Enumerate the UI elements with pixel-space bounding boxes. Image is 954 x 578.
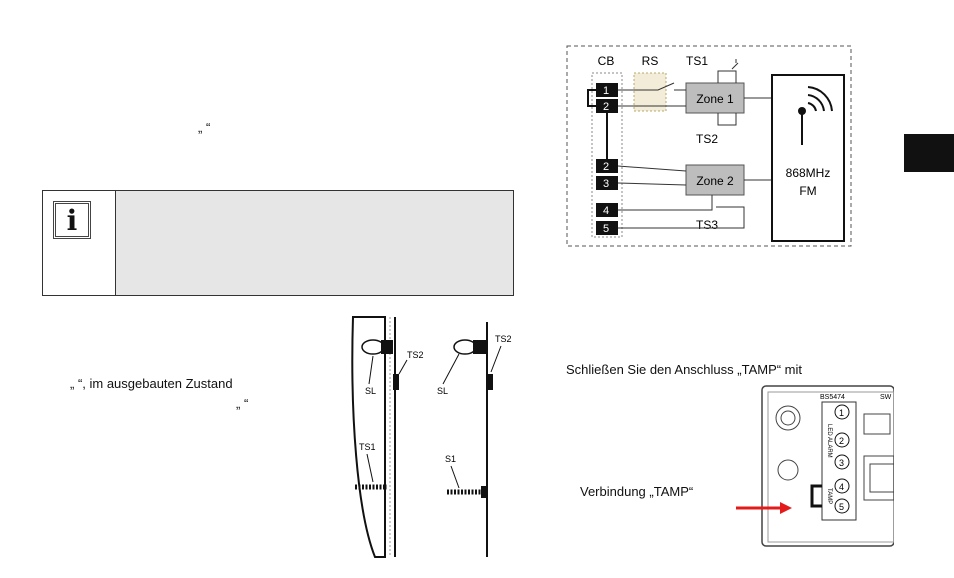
rs-box <box>633 72 667 112</box>
cb-dotted-frame <box>591 72 623 238</box>
svg-text:2: 2 <box>839 436 844 446</box>
terminal-2a: 2 <box>596 99 618 113</box>
close-tamp-text: Schließen Sie den Anschluss „TAMP“ mit <box>566 362 803 377</box>
modulation-label: FM <box>799 184 816 198</box>
red-arrow-icon <box>736 502 792 514</box>
zone-2-label: Zone 2 <box>696 174 734 188</box>
sl-left-label: SL <box>365 386 376 396</box>
svg-text:2: 2 <box>603 101 609 113</box>
board-sw-label: SW <box>880 394 892 401</box>
info-content-area <box>116 191 513 295</box>
svg-text:3: 3 <box>603 178 609 190</box>
board-header-label: BS5474 <box>820 394 845 401</box>
ts2-right-label: TS2 <box>495 334 512 344</box>
svg-text:1: 1 <box>603 85 609 97</box>
board-pin-3: 3 <box>834 454 850 470</box>
board-pin-5: 5 <box>834 498 850 514</box>
board-pin-4: 4 <box>834 478 850 494</box>
svg-text:3: 3 <box>839 458 844 468</box>
info-icon: i <box>53 201 91 239</box>
svg-text:5: 5 <box>839 502 844 512</box>
quote-marks-top: „ “ <box>198 120 211 135</box>
svg-text:2: 2 <box>603 161 609 173</box>
info-box: i <box>42 190 514 296</box>
sl-right-label: SL <box>437 386 448 396</box>
ts2-left-label: TS2 <box>407 350 424 360</box>
cb-label: CB <box>598 54 615 68</box>
tamper-line: „ “, im ausgebauten Zustand <box>70 376 233 391</box>
info-icon-letter: i <box>66 203 78 237</box>
antenna-icon <box>798 86 833 145</box>
diagram-border <box>566 45 852 247</box>
ts1-left-label: TS1 <box>359 442 376 452</box>
svg-text:5: 5 <box>603 223 609 235</box>
terminal-1: 1 <box>596 83 618 97</box>
svg-text:4: 4 <box>603 205 609 217</box>
board-closeup: BS5474 SW 1 2 3 4 5 LED ALARM TAMP <box>761 385 894 547</box>
board-side-label: LED ALARM <box>826 424 832 458</box>
board-pin-1: 1 <box>834 404 850 420</box>
freq-label: 868MHz <box>786 166 831 180</box>
wiring-diagram: CB RS TS1 TS2 TS3 1 2 2 3 4 5 Zone 1 Zon… <box>566 45 852 247</box>
zone-1-label: Zone 1 <box>696 92 734 106</box>
s1-label: S1 <box>445 454 456 464</box>
zone-2-box <box>685 164 745 196</box>
board-pin-2: 2 <box>834 432 850 448</box>
svg-text:4: 4 <box>839 482 844 492</box>
radio-module <box>771 74 845 242</box>
rs-label: RS <box>642 54 659 68</box>
connection-label: Verbindung „TAMP“ <box>580 484 694 499</box>
info-icon-cell: i <box>43 191 116 295</box>
ts2-label: TS2 <box>696 132 718 146</box>
ts1-label: TS1 <box>686 54 708 68</box>
svg-text:1: 1 <box>839 408 844 418</box>
terminal-3: 3 <box>596 176 618 190</box>
board-tamp-label: TAMP <box>826 488 832 504</box>
ts3-label: TS3 <box>696 218 718 232</box>
tamp-jumper <box>810 484 822 508</box>
tamper-side-view: TS2 SL TS1 TS2 SL S1 <box>351 316 512 558</box>
terminal-4: 4 <box>596 203 618 217</box>
terminal-2b: 2 <box>596 159 618 173</box>
terminal-5: 5 <box>596 221 618 235</box>
quote-marks-mid: „ “ <box>236 396 249 411</box>
page-tab-marker <box>904 134 954 172</box>
